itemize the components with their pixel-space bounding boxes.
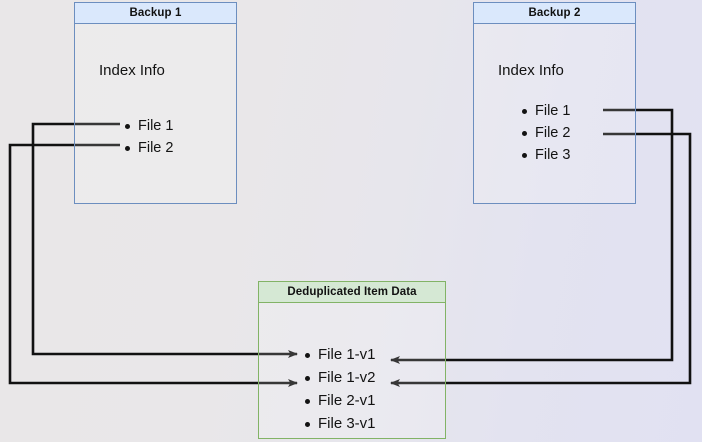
node-backup-2[interactable]: Backup 2 Index Info File 1 File 2 File 3 [473, 2, 636, 204]
list-item[interactable]: File 3 [518, 144, 570, 166]
list-item[interactable]: File 1 [121, 115, 173, 137]
node-backup-1-title: Backup 1 [75, 3, 236, 24]
list-item[interactable]: File 1-v1 [301, 343, 376, 366]
node-backup-1-body: Index Info File 1 File 2 [75, 24, 236, 203]
node-backup-2-index-label: Index Info [498, 62, 564, 79]
node-deduplicated-body: File 1-v1 File 1-v2 File 2-v1 File 3-v1 [259, 303, 445, 438]
node-backup-1-file-list: File 1 File 2 [121, 115, 173, 159]
list-item[interactable]: File 2 [518, 122, 570, 144]
list-item[interactable]: File 1 [518, 100, 570, 122]
node-deduplicated-file-list: File 1-v1 File 1-v2 File 2-v1 File 3-v1 [301, 343, 376, 435]
node-deduplicated-item-data[interactable]: Deduplicated Item Data File 1-v1 File 1-… [258, 281, 446, 439]
node-backup-2-file-list: File 1 File 2 File 3 [518, 100, 570, 166]
node-deduplicated-title: Deduplicated Item Data [259, 282, 445, 303]
node-backup-2-body: Index Info File 1 File 2 File 3 [474, 24, 635, 203]
node-backup-1[interactable]: Backup 1 Index Info File 1 File 2 [74, 2, 237, 204]
node-backup-2-title: Backup 2 [474, 3, 635, 24]
list-item[interactable]: File 2 [121, 137, 173, 159]
list-item[interactable]: File 2-v1 [301, 389, 376, 412]
list-item[interactable]: File 1-v2 [301, 366, 376, 389]
list-item[interactable]: File 3-v1 [301, 412, 376, 435]
node-backup-1-index-label: Index Info [99, 62, 165, 79]
